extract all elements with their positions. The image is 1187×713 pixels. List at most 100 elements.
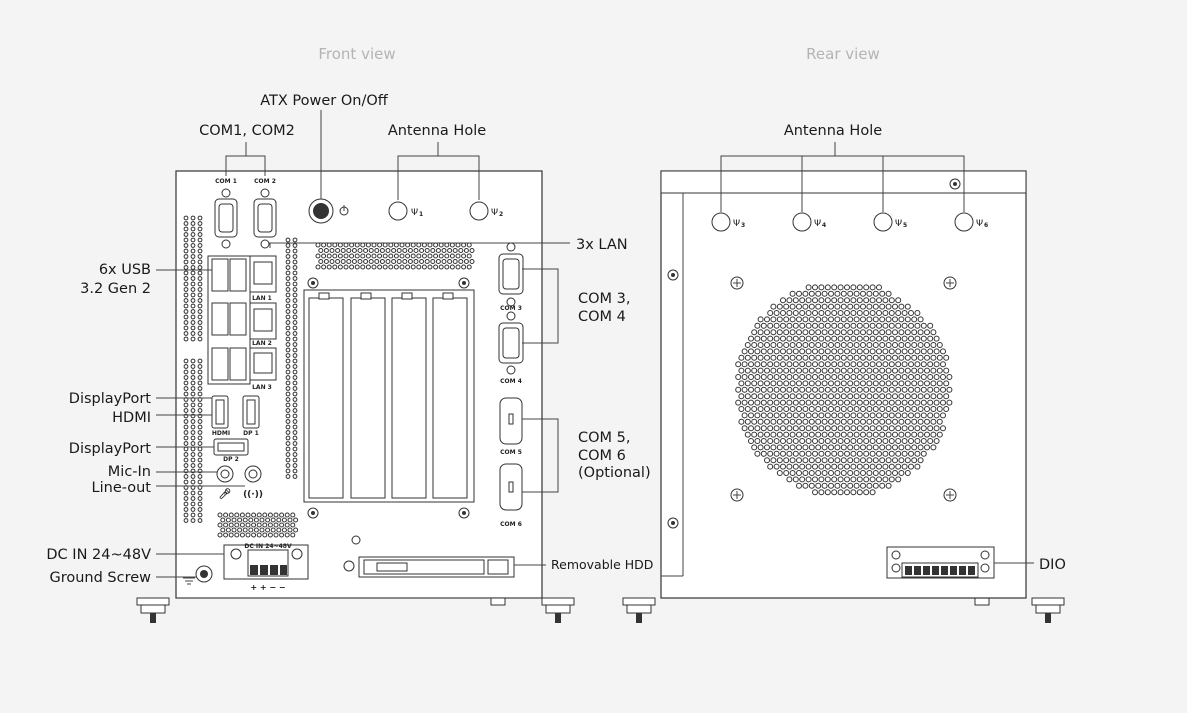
- vent-hole: [760, 386, 767, 393]
- vent-hole: [930, 380, 937, 387]
- vent-hole: [850, 425, 857, 432]
- vent-hole: [824, 310, 831, 316]
- vent-hole: [786, 463, 793, 470]
- vent-hole: [197, 248, 203, 254]
- vent-hole: [190, 237, 196, 243]
- vent-hole: [901, 335, 908, 342]
- vent-hole: [197, 463, 203, 468]
- vent-hole: [780, 335, 786, 342]
- vent-hole: [757, 431, 764, 438]
- vent-hole: [757, 380, 764, 387]
- vent-hole: [754, 386, 761, 393]
- vent-hole: [326, 253, 332, 259]
- vent-hole: [808, 290, 815, 297]
- vent-hole: [466, 242, 472, 248]
- vent-hole: [805, 463, 812, 470]
- vent-hole: [786, 386, 793, 393]
- label-com34-2: COM 4: [578, 309, 626, 325]
- vent-hole: [783, 329, 790, 336]
- vent-hole: [285, 468, 291, 474]
- vent-hole: [821, 393, 828, 400]
- vent-hole: [190, 221, 196, 226]
- vent-hole: [917, 367, 924, 374]
- vent-hole: [293, 517, 299, 523]
- vent-hole: [831, 489, 838, 496]
- vent-hole: [911, 431, 918, 438]
- vent-hole: [908, 399, 914, 406]
- vent-hole: [834, 470, 841, 476]
- vent-hole: [872, 354, 879, 361]
- vent-hole: [892, 457, 898, 464]
- vent-hole: [335, 259, 341, 264]
- vent-hole: [735, 361, 742, 368]
- vent-hole: [882, 335, 889, 342]
- vent-hole: [882, 438, 889, 444]
- vent-hole: [904, 329, 911, 336]
- com6-port: COM 6: [499, 463, 523, 528]
- vent-hole: [292, 391, 298, 397]
- com6-silk: COM 6: [500, 521, 522, 528]
- vent-hole: [751, 393, 758, 400]
- vent-hole: [190, 364, 196, 369]
- vent-hole: [904, 342, 911, 348]
- vent-hole: [751, 354, 758, 361]
- vent-hole: [863, 284, 870, 291]
- vent-hole: [190, 320, 196, 325]
- vent-hole: [780, 412, 786, 419]
- vent-hole: [860, 290, 866, 297]
- hdmi-port: HDMI: [211, 395, 230, 437]
- dio-pin: [950, 566, 957, 575]
- vent-hole: [805, 374, 812, 380]
- vent-hole: [292, 276, 298, 281]
- vent-hole: [259, 527, 265, 533]
- vent-hole: [821, 431, 828, 438]
- dp2-silk: DP 2: [223, 456, 239, 463]
- vent-hole: [844, 297, 850, 304]
- vent-hole: [292, 281, 298, 287]
- dc-in-terminal: DC IN 24~48V + + − −: [223, 543, 309, 592]
- vent-hole: [828, 431, 834, 438]
- vent-hole: [190, 369, 196, 375]
- vent-hole: [285, 375, 291, 380]
- vent-hole: [943, 380, 950, 387]
- label-atx-power: ATX Power On/Off: [260, 93, 389, 109]
- vent-hole: [265, 517, 271, 523]
- vent-hole: [285, 237, 291, 243]
- vent-hole: [197, 457, 203, 463]
- vent-hole: [840, 431, 847, 438]
- vent-hole: [741, 374, 748, 380]
- vent-hole: [754, 335, 761, 342]
- vent-hole: [789, 316, 796, 323]
- vent-hole: [840, 290, 847, 297]
- vent-hole: [876, 463, 882, 470]
- vent-hole: [183, 309, 189, 314]
- vent-hole: [837, 450, 844, 457]
- vent-hole: [292, 397, 298, 402]
- vent-hole: [285, 430, 291, 435]
- label-displayport-2: DisplayPort: [69, 441, 152, 457]
- vent-hole: [866, 470, 873, 476]
- vent-hole: [888, 386, 895, 393]
- vent-hole: [190, 408, 196, 413]
- vent-hole: [197, 490, 203, 496]
- vent-hole: [930, 418, 937, 425]
- vent-hole: [850, 386, 857, 393]
- vent-hole: [738, 367, 745, 374]
- vent-hole: [808, 406, 815, 412]
- removable-hdd-tray: [343, 535, 515, 578]
- vent-hole: [924, 406, 930, 412]
- front-antenna-2: Ψ 2: [469, 201, 503, 221]
- vent-hole: [872, 290, 879, 297]
- vent-hole: [815, 431, 822, 438]
- vent-hole: [856, 335, 863, 342]
- vent-hole: [860, 457, 866, 464]
- vent-hole: [863, 297, 870, 304]
- vent-hole: [946, 374, 953, 380]
- vent-hole: [834, 303, 841, 310]
- vent-hole: [190, 325, 196, 331]
- vent-hole: [837, 284, 844, 291]
- vent-hole: [285, 446, 291, 452]
- vent-hole: [840, 329, 847, 336]
- usb-lan-block: LAN 1 LAN 2 LAN 3: [207, 255, 277, 391]
- vent-hole: [285, 435, 291, 441]
